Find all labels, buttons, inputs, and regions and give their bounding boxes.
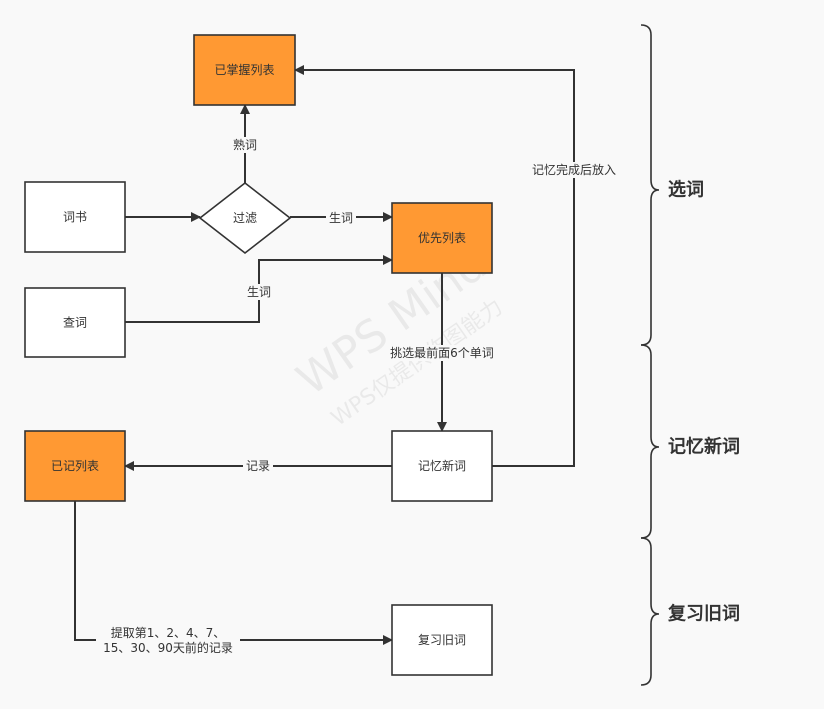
- edge-label-new-word: 生词: [247, 285, 271, 299]
- section-label-review-old: 复习旧词: [667, 603, 740, 625]
- svg-text:优先列表: 优先列表: [418, 231, 466, 245]
- node-review-old[interactable]: 复习旧词: [391, 604, 493, 676]
- node-memorize-new[interactable]: 记忆新词: [391, 430, 493, 502]
- svg-text:已记列表: 已记列表: [51, 459, 99, 473]
- brace-memorize-new: [640, 344, 660, 539]
- node-lookup[interactable]: 查词: [24, 287, 126, 358]
- edge-label-familiar: 熟词: [233, 137, 257, 152]
- brace-review-old: [640, 537, 660, 686]
- svg-text:词书: 词书: [63, 210, 87, 224]
- svg-text:过滤: 过滤: [233, 211, 257, 225]
- svg-text:记忆新词: 记忆新词: [418, 458, 466, 473]
- edge-label-new-word: 生词: [329, 211, 353, 225]
- svg-text:复习旧词: 复习旧词: [418, 633, 466, 647]
- edge-label-record: 记录: [246, 459, 270, 473]
- node-mastered-list[interactable]: 已掌握列表: [193, 34, 296, 106]
- edge-label-fetch-line2: 15、30、90天前的记录: [103, 640, 233, 655]
- edge-label-after-memorize: 记忆完成后放入: [532, 162, 616, 177]
- edge-label-fetch-line1: 提取第1、2、4、7、: [111, 625, 226, 640]
- edge-label-pick-first-6: 挑选最前面6个单词: [390, 345, 494, 360]
- node-wordbook[interactable]: 词书: [24, 181, 126, 253]
- brace-select-words: [640, 24, 660, 346]
- section-label-select-words: 选词: [668, 180, 704, 201]
- node-priority-list[interactable]: 优先列表: [391, 202, 493, 274]
- edge-recorded-review: [74, 501, 393, 645]
- node-filter-decision[interactable]: 过滤: [198, 181, 292, 255]
- section-label-memorize-new: 记忆新词: [668, 436, 740, 458]
- svg-text:查词: 查词: [63, 316, 87, 330]
- edge-memorize-mastered: [294, 65, 575, 467]
- node-recorded-list[interactable]: 已记列表: [24, 430, 126, 502]
- svg-text:已掌握列表: 已掌握列表: [214, 62, 274, 77]
